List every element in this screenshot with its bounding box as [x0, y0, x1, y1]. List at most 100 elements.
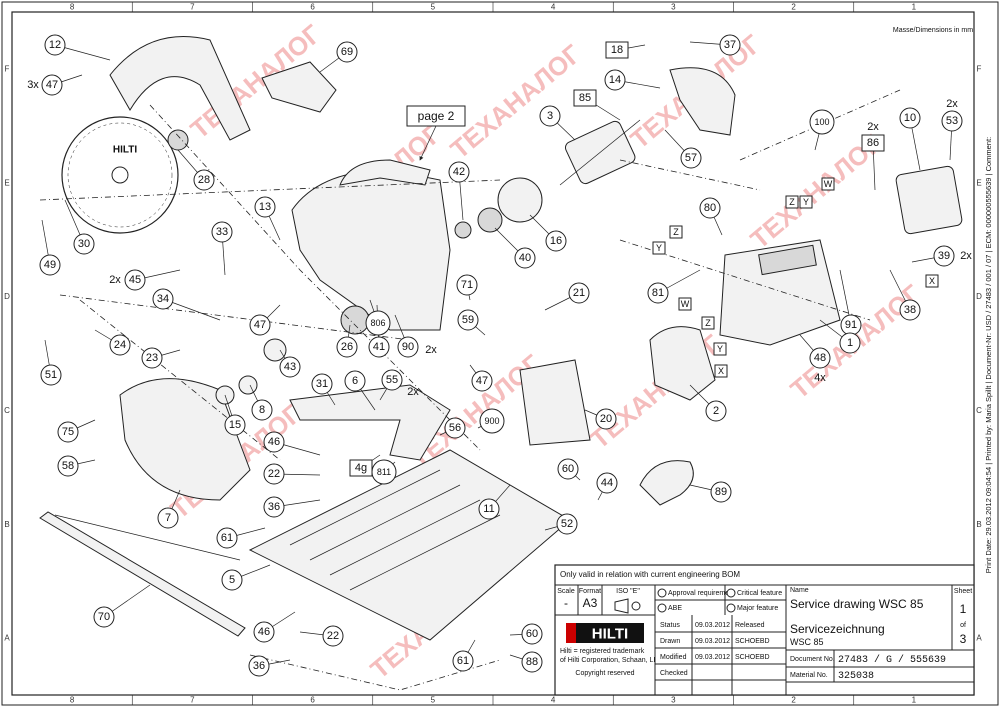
callout-number: 46	[258, 626, 270, 638]
connector-x: X	[714, 364, 728, 378]
material-number-label: Material No.	[790, 672, 828, 679]
callout-number: 24	[114, 339, 126, 351]
connector-z: Z	[669, 225, 683, 239]
drawing-title-de: Servicezeichnung	[790, 622, 885, 636]
callout-89: 89	[689, 481, 732, 503]
callout-58: 58	[57, 455, 96, 477]
zone-row-right-A: A	[976, 634, 982, 643]
callout-20: 20	[584, 408, 617, 430]
callout-number: 39	[938, 250, 950, 262]
critical-feature-option[interactable]: Critical feature	[726, 588, 782, 598]
callout-number: 91	[845, 319, 857, 331]
handle-grip	[339, 159, 431, 186]
callout-quantity: 2x	[425, 344, 437, 356]
callout-number: 31	[316, 378, 328, 390]
callout-number: 45	[129, 274, 141, 286]
zone-col-bottom-5: 5	[431, 696, 436, 705]
svg-text:Y: Y	[656, 243, 662, 253]
format-value: A3	[583, 596, 598, 610]
callout-number: 48	[814, 352, 826, 364]
page-2-reference[interactable]: page 2	[406, 105, 466, 161]
motor-housing	[719, 239, 841, 346]
sheet-total: 3	[960, 632, 967, 646]
callout-number: 14	[609, 74, 621, 86]
zone-row-left-B: B	[4, 520, 9, 529]
callout-31: 31	[311, 373, 336, 406]
callout-number: 33	[216, 226, 228, 238]
lower-blade-guard	[119, 378, 251, 501]
units-note: Masse/Dimensions in mm	[893, 27, 973, 34]
trademark-line-1: Hilti = registered trademark	[560, 648, 645, 655]
status-value: Released	[735, 622, 765, 629]
bearing-42	[454, 221, 472, 239]
callout-46: 46	[253, 611, 296, 643]
callout-number: 75	[62, 426, 74, 438]
callout-number: 6	[352, 375, 358, 387]
material-number: 325038	[838, 671, 874, 682]
callout-number: 49	[44, 259, 56, 271]
callout-number: 70	[98, 611, 110, 623]
zone-row-right-E: E	[976, 178, 981, 187]
callout-number: 43	[284, 361, 296, 373]
callout-51: 51	[40, 339, 62, 386]
callout-number: 60	[562, 463, 574, 475]
callout-28: 28	[177, 149, 215, 191]
callout-49: 49	[39, 219, 61, 276]
drawn-label: Drawn	[660, 638, 680, 645]
connector-w: W	[678, 297, 692, 311]
callout-quantity: 2x	[867, 121, 879, 133]
zone-col-bottom-1: 1	[912, 696, 917, 705]
depth-knob	[639, 460, 694, 506]
callout-69: 69	[319, 41, 358, 73]
zone-row-left-C: C	[4, 406, 10, 415]
callout-number: 16	[550, 235, 562, 247]
callout-811: 811	[371, 459, 397, 485]
svg-text:X: X	[718, 366, 724, 376]
callout-number: 37	[724, 39, 736, 51]
modified-by: SCHOEBD	[735, 654, 770, 661]
svg-text:Z: Z	[705, 318, 711, 328]
callout-number: 81	[652, 287, 664, 299]
callout-number: 86	[867, 137, 879, 149]
callout-number: 5	[229, 574, 235, 586]
brush-holder	[669, 67, 736, 136]
callout-22: 22	[263, 463, 321, 485]
svg-text:W: W	[824, 179, 833, 189]
zone-col-bottom-3: 3	[671, 696, 676, 705]
svg-text:X: X	[929, 276, 935, 286]
callout-34: 34	[152, 288, 221, 321]
approval-requirement-option[interactable]: Approval requirement	[657, 588, 735, 598]
callout-number: 61	[221, 532, 233, 544]
svg-text:ABE: ABE	[668, 605, 682, 612]
callout-81: 81	[647, 269, 701, 304]
callout-number: 1	[847, 337, 853, 349]
callout-number: 7	[165, 512, 171, 524]
callout-number: 58	[62, 460, 74, 472]
document-number: 27483 / G / 555639	[838, 654, 946, 666]
callout-15: 15	[224, 394, 246, 436]
callout-number: 57	[685, 152, 697, 164]
callout-number: 10	[904, 112, 916, 124]
copyright: Copyright reserved	[575, 670, 634, 677]
svg-text:Z: Z	[789, 197, 795, 207]
callout-number: 80	[704, 202, 716, 214]
armature	[559, 119, 641, 186]
callout-number: 2	[713, 405, 719, 417]
callout-2: 2	[689, 384, 727, 422]
svg-text:HILTI: HILTI	[113, 145, 137, 156]
abe-option[interactable]: ABE	[657, 603, 682, 613]
modified-label: Modified	[660, 654, 687, 661]
rip-fence-rod	[54, 514, 241, 561]
callout-38: 38	[889, 269, 921, 321]
callout-number: 61	[457, 655, 469, 667]
print-info-side-text: Print Date: 29.03.2012 09:04:54 | Printe…	[984, 137, 993, 573]
status-label: Status	[660, 622, 680, 629]
callout-number: 15	[229, 419, 241, 431]
callout-52: 52	[544, 513, 578, 535]
saw-blade: HILTI	[61, 116, 179, 234]
callout-41: 41	[368, 304, 390, 358]
callout-number: 38	[904, 304, 916, 316]
major-feature-option[interactable]: Major feature	[726, 603, 778, 613]
